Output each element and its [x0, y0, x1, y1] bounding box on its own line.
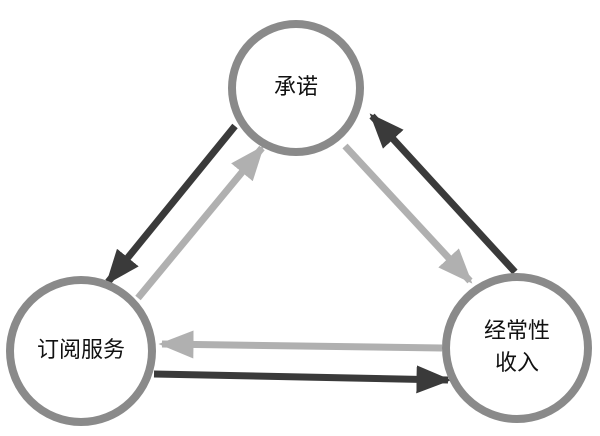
arrow-commitment-to-subscription [105, 123, 238, 285]
arrow-commitment-to-recurring [342, 143, 473, 284]
node-subscription-label: 订阅服务 [36, 338, 125, 363]
arrow-recurring-to-subscription [158, 330, 443, 359]
arrow-subscription-to-commitment [135, 145, 265, 301]
node-commitment-circle [228, 20, 364, 156]
node-recurring-circle [442, 273, 592, 423]
node-commitment-label: 承诺 [273, 75, 318, 100]
node-recurring-label-line2: 收入 [494, 351, 539, 376]
arrow-recurring-to-commitment [369, 113, 518, 275]
arrow-subscription-to-recurring [153, 365, 452, 394]
node-subscription-circle [6, 276, 156, 426]
node-recurring-label-line1: 经常性 [483, 319, 550, 344]
